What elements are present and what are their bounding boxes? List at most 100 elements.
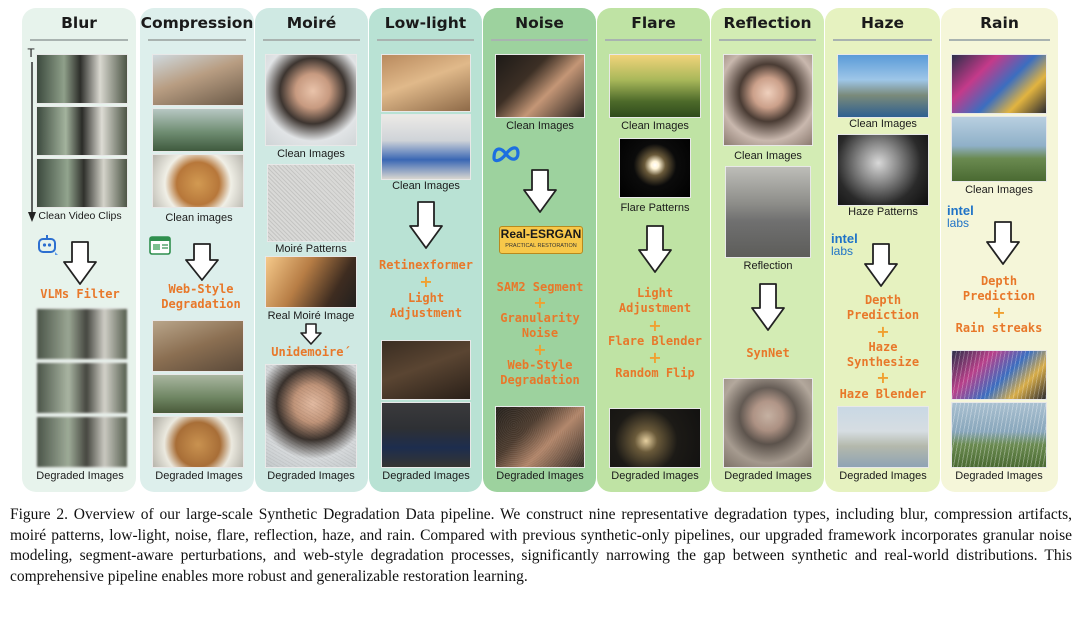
degraded-image [381, 402, 471, 468]
clean-image [381, 114, 471, 180]
clean-label: Clean Images [277, 148, 345, 160]
logo-labs-text: labs [831, 245, 858, 258]
step-label: SynNet [746, 346, 789, 361]
clean-label: Clean Images [965, 184, 1033, 196]
step-label: Flare Blender [608, 334, 702, 349]
title-divider [377, 39, 474, 41]
column-rain: Rain Clean Images intel labs Depth Predi… [941, 8, 1058, 492]
degraded-image [36, 362, 128, 414]
degraded-image [837, 406, 929, 468]
pattern-label: Reflection [744, 260, 793, 272]
down-arrow [637, 224, 673, 274]
degraded-label: Degraded Images [724, 470, 811, 482]
pattern-label: Flare Patterns [620, 202, 689, 214]
down-arrow [863, 242, 899, 288]
title-divider [148, 39, 246, 41]
degraded-label: Degraded Images [382, 470, 469, 482]
column-compression: Compression Clean images Web-Style Degra… [140, 8, 254, 492]
column-reflection: Reflection Clean Images Reflection SynNe… [711, 8, 824, 492]
step-label: Light Adjustment [390, 291, 462, 321]
webpage-icon [148, 234, 174, 260]
meta-logo-icon [491, 142, 521, 164]
column-title: Moiré [255, 14, 368, 32]
step-label: Retinexformer [379, 258, 473, 273]
plus-sign: + [992, 305, 1005, 321]
clean-label: Clean Video Clips [38, 210, 121, 222]
clean-label: Clean Images [849, 118, 917, 130]
clean-image [265, 54, 357, 146]
degraded-image [265, 364, 357, 468]
degraded-image [36, 308, 128, 360]
down-arrow [522, 168, 558, 214]
column-title: Noise [483, 14, 596, 32]
plus-sign: + [648, 350, 661, 366]
intel-labs-logo: intel labs [947, 204, 974, 230]
clean-image [381, 54, 471, 112]
real-moire-label: Real Moiré Image [268, 310, 355, 322]
degraded-image [951, 350, 1047, 400]
clean-label: Clean Images [392, 180, 460, 192]
title-divider [491, 39, 588, 41]
title-divider [263, 39, 360, 41]
plus-sign: + [419, 274, 432, 290]
pattern-label: Moiré Patterns [275, 243, 347, 255]
plus-sign: + [648, 318, 661, 334]
down-arrow [750, 282, 786, 332]
clean-image [152, 154, 244, 208]
degraded-image [152, 416, 244, 468]
title-divider [30, 39, 128, 41]
pipeline-figure: Blur T Clean Video Clips VLMs Filter Deg… [22, 8, 1058, 492]
column-title: Rain [941, 14, 1058, 32]
column-title: Low-light [369, 14, 482, 32]
logo-labs-text: labs [947, 217, 974, 230]
step-label: VLMs Filter [40, 287, 119, 302]
column-title: Blur [22, 14, 136, 32]
badge-subtitle: PRACTICAL RESTORATION [500, 242, 582, 250]
clean-image [152, 54, 244, 106]
figure-caption: Figure 2. Overview of our large-scale Sy… [10, 505, 1072, 587]
clean-image [152, 108, 244, 152]
degraded-label: Degraded Images [36, 470, 123, 482]
pattern-label: Haze Patterns [848, 206, 918, 218]
degraded-image [152, 374, 244, 414]
plus-sign: + [533, 342, 546, 358]
degraded-label: Degraded Images [267, 470, 354, 482]
plus-sign: + [876, 370, 889, 386]
clean-video-frame [36, 54, 128, 104]
degraded-label: Degraded Images [839, 470, 926, 482]
robot-icon [36, 234, 60, 258]
badge-title: Real-ESRGAN [500, 227, 582, 242]
title-divider [949, 39, 1050, 41]
degraded-label: Degraded Images [955, 470, 1042, 482]
moire-pattern [267, 164, 355, 242]
clean-label: Clean Images [621, 120, 689, 132]
down-arrow [408, 200, 444, 250]
down-arrow [299, 322, 323, 346]
column-flare: Flare Clean Images Flare Patterns Light … [597, 8, 710, 492]
clean-image [609, 54, 701, 118]
degraded-image [36, 416, 128, 468]
column-lowlight: Low-light Clean Images Retinexformer + L… [369, 8, 482, 492]
down-arrow [62, 240, 98, 286]
degraded-image [381, 340, 471, 400]
step-label: Depth Prediction [963, 274, 1035, 304]
clean-image [495, 54, 585, 118]
degraded-image [609, 408, 701, 468]
column-title: Flare [597, 14, 710, 32]
step-label: Depth Prediction [847, 293, 919, 323]
real-moire-image [265, 256, 357, 308]
haze-pattern [837, 134, 929, 206]
plus-sign: + [533, 295, 546, 311]
degraded-image [723, 378, 813, 468]
clean-image [951, 116, 1047, 182]
degraded-label: Degraded Images [496, 470, 583, 482]
down-arrow [985, 220, 1021, 266]
step-label: Web-Style Degradation [161, 282, 240, 312]
degraded-image [152, 320, 244, 372]
clean-image [723, 54, 813, 146]
step-label: Haze Synthesize [847, 340, 919, 370]
clean-label: Clean Images [506, 120, 574, 132]
clean-label: Clean images [165, 212, 232, 224]
step-label: Light Adjustment [619, 286, 691, 316]
column-title: Haze [825, 14, 940, 32]
